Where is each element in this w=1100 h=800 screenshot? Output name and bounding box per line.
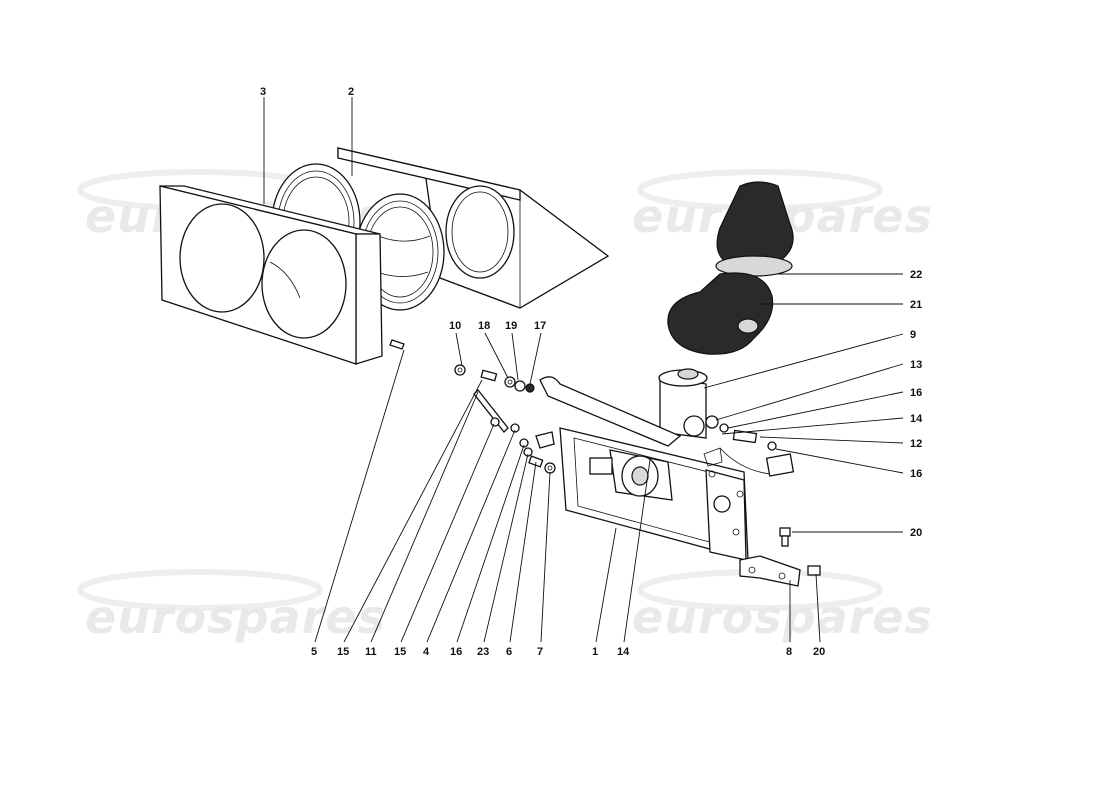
callout-18: 18 xyxy=(478,320,490,332)
callout-1: 1 xyxy=(592,646,598,658)
gear-assembly xyxy=(589,449,673,501)
callout-3: 3 xyxy=(260,86,266,98)
callout-15-b: 15 xyxy=(394,646,406,658)
mount-bracket xyxy=(739,555,821,587)
callout-16-right-b: 16 xyxy=(910,468,922,480)
callout-12: 12 xyxy=(910,438,922,450)
callout-4: 4 xyxy=(423,646,430,658)
callout-21: 21 xyxy=(910,299,922,311)
headlight-bezel xyxy=(159,185,383,365)
hardware-parts xyxy=(454,364,791,547)
elbow-boot xyxy=(667,272,774,355)
headlight-housing xyxy=(337,147,610,309)
callout-8: 8 xyxy=(786,646,792,658)
headlight-motor xyxy=(658,368,708,439)
callout-11: 11 xyxy=(365,646,377,658)
callout-22: 22 xyxy=(910,269,922,281)
callout-2: 2 xyxy=(348,86,354,98)
callout-16-right-a: 16 xyxy=(910,387,922,399)
callout-labels: 3 2 22 21 9 13 16 14 12 16 20 10 18 19 1… xyxy=(260,86,923,658)
rubber-boot xyxy=(715,181,794,277)
leader-lines xyxy=(263,97,904,643)
callout-7: 7 xyxy=(537,646,543,658)
callout-20-right: 20 xyxy=(910,527,922,539)
callout-19: 19 xyxy=(505,320,517,332)
callout-16-bottom: 16 xyxy=(450,646,462,658)
watermark-bottom-right: eurospares xyxy=(632,590,933,644)
callout-20-bottom: 20 xyxy=(813,646,825,658)
callout-9: 9 xyxy=(910,329,916,341)
callout-6: 6 xyxy=(506,646,512,658)
wiring-harness xyxy=(703,447,795,477)
callout-13: 13 xyxy=(910,359,922,371)
callout-14-bottom: 14 xyxy=(617,646,630,658)
callout-10: 10 xyxy=(449,320,461,332)
callout-5: 5 xyxy=(311,646,317,658)
screw-5 xyxy=(389,339,405,350)
watermark-bottom-left: eurospares xyxy=(85,590,386,644)
callout-15-a: 15 xyxy=(337,646,349,658)
callout-23: 23 xyxy=(477,646,489,658)
callout-17: 17 xyxy=(534,320,546,332)
callout-14-right: 14 xyxy=(910,413,923,425)
